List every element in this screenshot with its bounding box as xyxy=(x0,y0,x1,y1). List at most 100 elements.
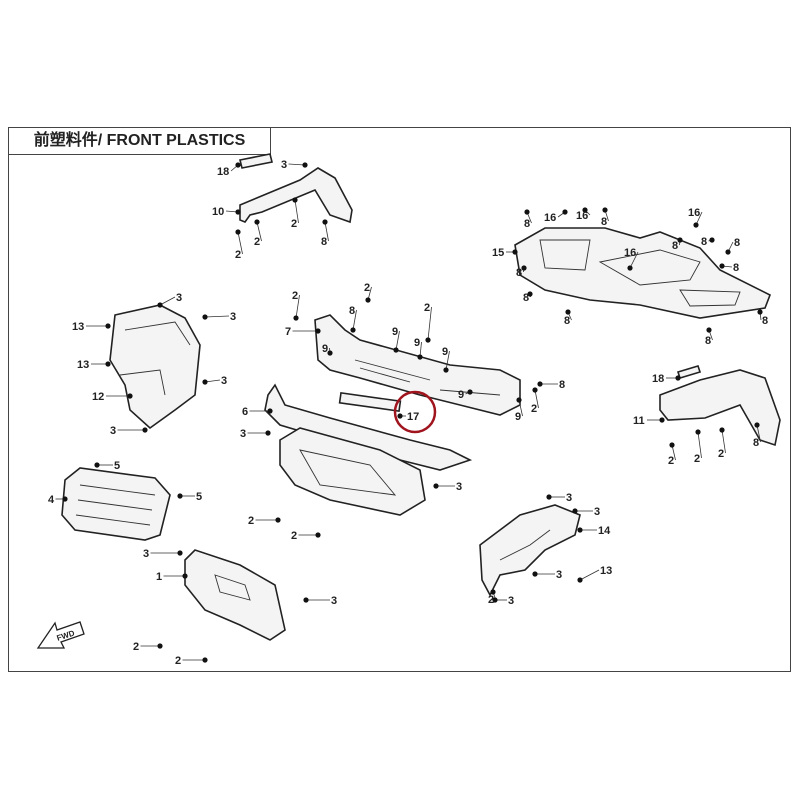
callout-2: 2 xyxy=(531,387,539,415)
callout-number: 13 xyxy=(600,565,612,577)
fastener-icon xyxy=(709,237,715,243)
callout-number: 2 xyxy=(531,403,537,415)
fastener-icon xyxy=(725,249,731,255)
fastener-icon xyxy=(182,573,188,579)
callout-9: 9 xyxy=(414,337,423,360)
fastener-icon xyxy=(254,219,260,225)
fastener-icon xyxy=(562,209,568,215)
callout-number: 2 xyxy=(718,448,724,460)
part-1-skid-plate[interactable] xyxy=(184,549,286,641)
part-13-left-panel[interactable] xyxy=(109,304,201,430)
callout-8: 8 xyxy=(524,209,532,230)
callout-number: 9 xyxy=(322,343,328,355)
callout-number: 8 xyxy=(733,262,739,274)
callout-number: 13 xyxy=(72,321,84,333)
callout-18: 18 xyxy=(217,162,241,178)
fastener-icon xyxy=(303,597,309,603)
fastener-icon xyxy=(365,297,371,303)
callout-8: 8 xyxy=(564,309,572,327)
callout-3: 3 xyxy=(202,311,236,323)
callout-number: 13 xyxy=(77,359,89,371)
fastener-icon xyxy=(527,291,533,297)
callout-2: 2 xyxy=(292,290,300,321)
callout-number: 8 xyxy=(705,335,711,347)
fastener-icon xyxy=(532,387,538,393)
callout-number: 3 xyxy=(594,506,600,518)
callout-number: 9 xyxy=(414,337,420,349)
part-4-grille[interactable] xyxy=(61,467,171,541)
part-6-lower-trim[interactable] xyxy=(264,383,473,471)
part-14-right-panel[interactable] xyxy=(479,504,581,597)
callout-number: 2 xyxy=(291,530,297,542)
fastener-icon xyxy=(315,532,321,538)
callout-4: 4 xyxy=(48,494,68,506)
callout-number: 2 xyxy=(292,290,298,302)
callout-number: 16 xyxy=(624,247,636,259)
fastener-icon xyxy=(177,493,183,499)
fastener-icon xyxy=(292,197,298,203)
fastener-icon xyxy=(177,550,183,556)
callout-number: 16 xyxy=(544,212,556,224)
callout-2: 2 xyxy=(718,427,726,460)
fastener-icon xyxy=(659,417,665,423)
fastener-icon xyxy=(577,577,583,583)
callout-number: 8 xyxy=(672,240,678,252)
leader-line xyxy=(534,389,539,409)
callout-16: 16 xyxy=(624,247,639,271)
callout-number: 9 xyxy=(515,411,521,423)
fastener-icon xyxy=(572,508,578,514)
leader-line xyxy=(159,296,176,306)
callout-2: 2 xyxy=(175,655,208,667)
fastener-icon xyxy=(677,237,683,243)
callout-3: 3 xyxy=(303,595,337,607)
leader-line xyxy=(295,294,300,319)
part-15-rear-rack[interactable] xyxy=(514,227,772,319)
callout-number: 16 xyxy=(576,210,588,222)
leader-line xyxy=(427,306,432,341)
fastener-icon xyxy=(433,483,439,489)
callout-2: 2 xyxy=(248,515,281,527)
callout-number: 3 xyxy=(456,481,462,493)
callout-3: 3 xyxy=(532,569,562,581)
callout-8: 8 xyxy=(725,237,740,255)
leader-line xyxy=(445,350,450,371)
callout-number: 2 xyxy=(235,249,241,261)
front-fascia[interactable] xyxy=(279,427,426,516)
callout-number: 18 xyxy=(652,373,664,385)
fastener-icon xyxy=(627,265,633,271)
callout-8: 8 xyxy=(601,207,609,228)
callout-16: 16 xyxy=(544,209,568,224)
callout-5: 5 xyxy=(177,491,202,503)
fastener-icon xyxy=(521,265,527,271)
part-10-fender-trim[interactable] xyxy=(239,153,353,224)
callout-8: 8 xyxy=(672,237,683,252)
fastener-icon xyxy=(706,327,712,333)
part-17-grille-strip[interactable] xyxy=(338,391,402,413)
callout-3: 3 xyxy=(572,506,600,518)
part-11-right-fender[interactable] xyxy=(659,369,781,447)
fastener-icon xyxy=(265,430,271,436)
callout-13: 13 xyxy=(577,565,612,583)
callout-2: 2 xyxy=(694,429,702,465)
fastener-icon xyxy=(602,207,608,213)
callout-8: 8 xyxy=(321,219,329,248)
leader-line xyxy=(395,330,400,351)
fastener-icon xyxy=(275,517,281,523)
callout-3: 3 xyxy=(492,595,514,607)
callout-number: 2 xyxy=(175,655,181,667)
leader-line xyxy=(294,199,299,224)
fastener-icon xyxy=(425,337,431,343)
callout-2: 2 xyxy=(291,530,321,542)
fastener-icon xyxy=(235,229,241,235)
callout-16: 16 xyxy=(688,207,703,228)
diagram-frame xyxy=(8,127,791,672)
callout-number: 8 xyxy=(734,237,740,249)
callout-8: 8 xyxy=(537,379,565,391)
fastener-icon xyxy=(565,309,571,315)
callout-3: 3 xyxy=(110,425,148,437)
callout-8: 8 xyxy=(701,236,715,248)
callout-5: 5 xyxy=(94,460,120,472)
callout-9: 9 xyxy=(515,397,523,423)
callout-17: 17 xyxy=(397,411,419,423)
callout-number: 6 xyxy=(242,406,248,418)
